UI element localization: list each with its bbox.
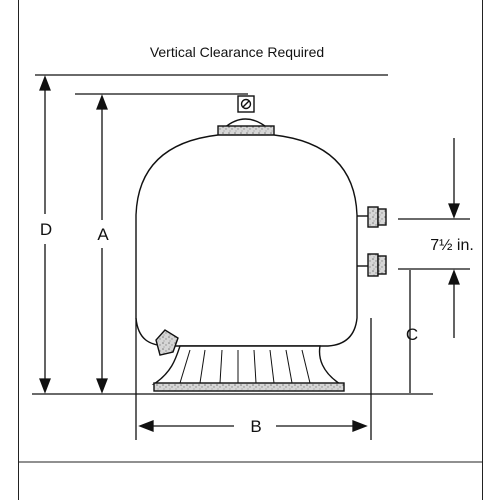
dimension-a-arrow [96, 94, 108, 394]
lower-port-fitting [367, 253, 379, 277]
page-border-left [18, 0, 19, 500]
dimension-d-arrow [39, 75, 51, 394]
filter-tank [135, 95, 387, 392]
page-border-right [482, 0, 483, 500]
dimension-b-arrow [138, 420, 368, 432]
dimension-d-label: D [40, 220, 52, 239]
base-plate [153, 382, 345, 392]
drain-plug [155, 329, 179, 356]
port-gap-arrow-bottom [448, 269, 460, 338]
dimension-a-label: A [97, 225, 109, 244]
port-gap-label: 7½ in. [430, 237, 474, 254]
dimension-c-label: C [406, 325, 418, 344]
port-gap-arrow-top [448, 138, 460, 219]
diagram-title: Vertical Clearance Required [150, 44, 324, 60]
upper-port-fitting [367, 206, 379, 228]
dimension-b-label: B [250, 417, 261, 436]
